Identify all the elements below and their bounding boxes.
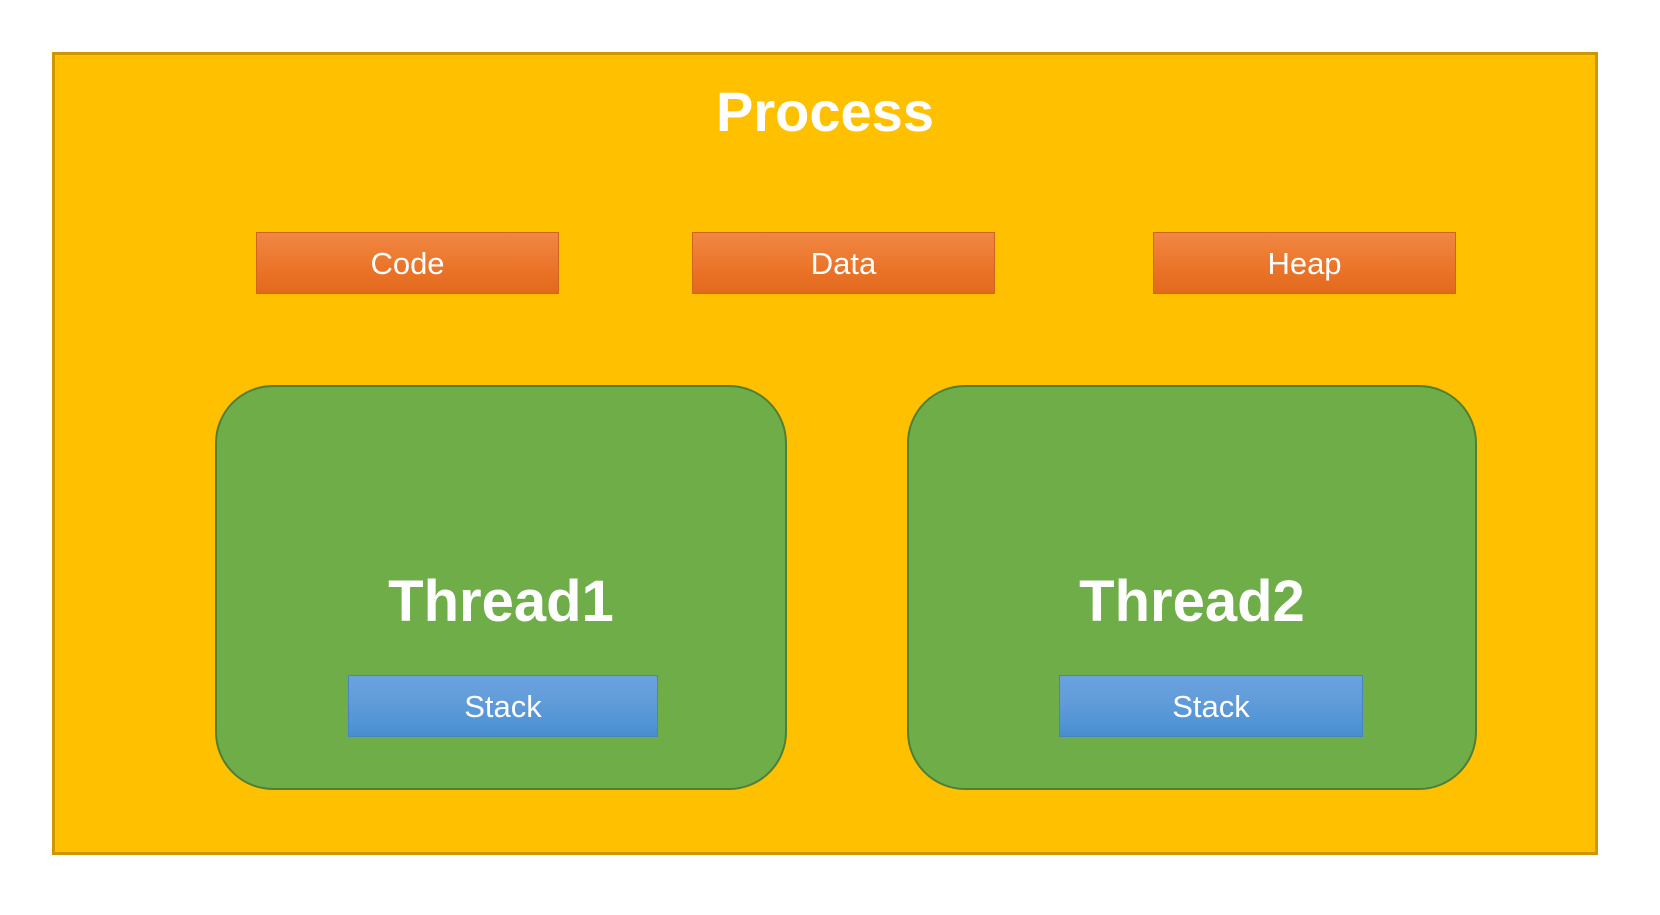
thread2-stack-box: Stack	[1059, 675, 1363, 737]
thread1-stack-box: Stack	[348, 675, 658, 737]
memory-segment-data: Data	[692, 232, 995, 294]
memory-segment-heap: Heap	[1153, 232, 1456, 294]
memory-segment-data-label: Data	[810, 245, 877, 281]
thread2-label: Thread2	[1079, 569, 1305, 634]
thread1-label: Thread1	[388, 569, 614, 634]
thread2-stack-label: Stack	[1172, 688, 1250, 724]
thread1-stack-label: Stack	[464, 688, 542, 724]
memory-segment-code-label: Code	[370, 245, 445, 281]
memory-segment-heap-label: Heap	[1267, 245, 1342, 281]
thread-box-thread2: Thread2 Stack	[907, 385, 1477, 790]
process-container: Process Code Data Heap Thread1 Stack Thr…	[52, 52, 1598, 855]
memory-segment-code: Code	[256, 232, 559, 294]
thread-box-thread1: Thread1 Stack	[215, 385, 787, 790]
process-title: Process	[716, 80, 934, 143]
